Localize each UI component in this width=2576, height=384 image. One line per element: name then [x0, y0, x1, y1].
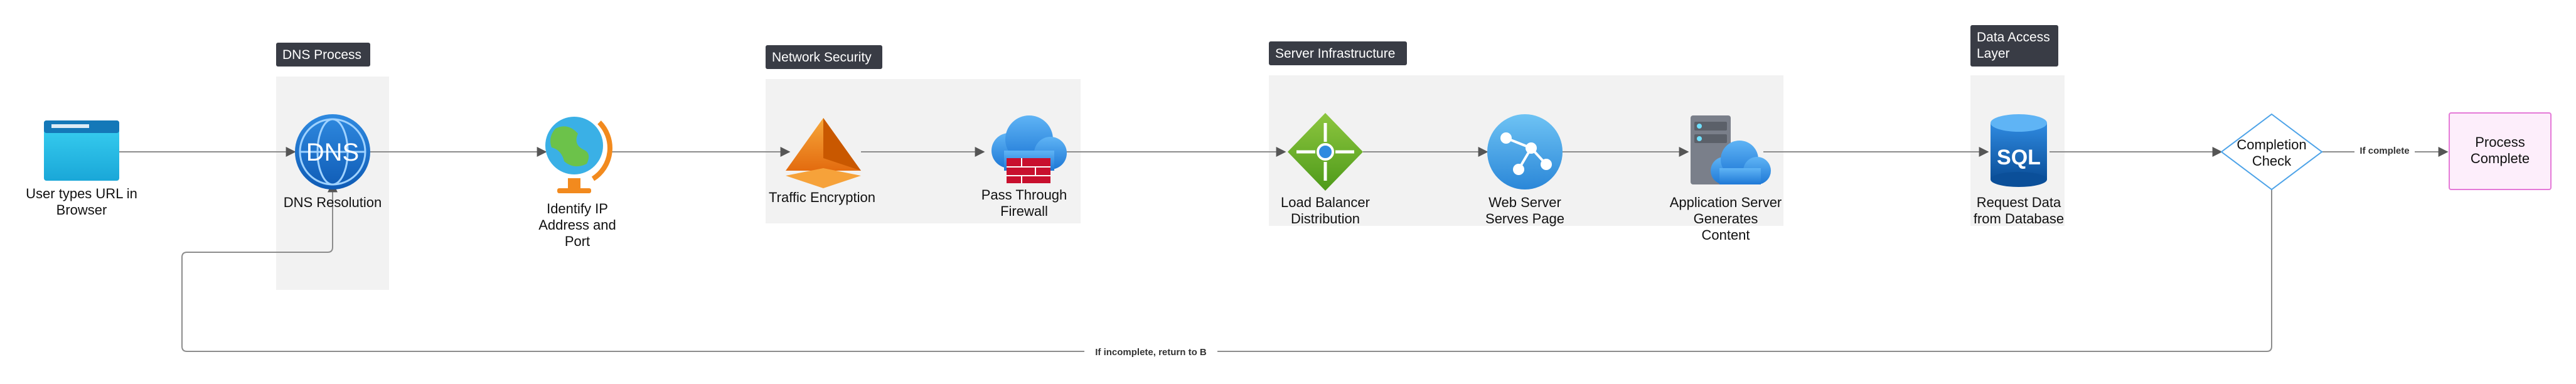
node-pass-through-firewall: Pass Through Firewall	[981, 115, 1067, 219]
edge-loop-back	[181, 182, 2272, 352]
node-application-server: Application Server Generates Content	[1670, 115, 1782, 243]
node-dns-resolution: DNS DNS Resolution	[284, 114, 382, 210]
svg-text:Request Data: Request Data	[1977, 195, 2061, 210]
firewall-cloud-icon	[991, 115, 1067, 183]
svg-text:Content: Content	[1701, 227, 1750, 243]
svg-text:DNS Resolution: DNS Resolution	[284, 195, 382, 210]
svg-text:Server Infrastructure: Server Infrastructure	[1275, 46, 1395, 61]
svg-text:Pass Through: Pass Through	[981, 187, 1067, 203]
svg-text:from Database: from Database	[1974, 211, 2064, 227]
dns-globe-icon: DNS	[295, 114, 370, 189]
node-traffic-encryption: Traffic Encryption	[769, 118, 875, 205]
svg-text:Network Security: Network Security	[772, 50, 872, 65]
node-load-balancer: Load Balancer Distribution	[1281, 113, 1370, 227]
svg-text:SQL: SQL	[1997, 146, 2041, 169]
svg-text:Firewall: Firewall	[1000, 203, 1048, 219]
svg-text:User types URL in: User types URL in	[26, 186, 137, 201]
svg-text:Completion: Completion	[2237, 137, 2306, 152]
node-completion-check: Completion Check	[2220, 113, 2323, 191]
svg-text:Process: Process	[2475, 134, 2525, 150]
group-tag-security: Network Security	[766, 45, 882, 69]
node-web-server: Web Server Serves Page	[1485, 114, 1564, 227]
browser-window-icon	[44, 120, 119, 181]
svg-text:Check: Check	[2252, 153, 2292, 169]
svg-text:Generates: Generates	[1694, 211, 1758, 227]
node-url-browser: User types URL in Browser	[26, 120, 137, 218]
web-server-icon	[1487, 114, 1563, 189]
svg-text:Address and: Address and	[538, 217, 616, 233]
svg-text:Complete: Complete	[2471, 151, 2530, 166]
group-tag-dns: DNS Process	[276, 43, 370, 67]
group-tag-data: Data Access Layer	[1970, 25, 2058, 67]
globe-stand-icon	[545, 117, 612, 193]
app-server-cloud-icon	[1691, 115, 1771, 184]
svg-text:Application Server: Application Server	[1670, 195, 1782, 210]
group-tag-server: Server Infrastructure	[1269, 41, 1407, 65]
svg-text:Identify IP: Identify IP	[547, 201, 608, 216]
svg-text:Web Server: Web Server	[1488, 195, 1561, 210]
node-request-data: SQL Request Data from Database	[1974, 114, 2064, 227]
svg-text:Load Balancer: Load Balancer	[1281, 195, 1370, 210]
svg-text:Layer: Layer	[1977, 46, 2010, 61]
edge-label-if-incomplete: If incomplete, return to B	[1084, 344, 1217, 358]
node-identify-ip: Identify IP Address and Port	[538, 117, 616, 249]
edge-label-if-complete: If complete	[2354, 144, 2415, 156]
svg-text:Port: Port	[565, 233, 590, 249]
encryption-pyramid-icon	[786, 118, 861, 188]
svg-text:DNS Process: DNS Process	[282, 48, 361, 62]
node-process-complete: Process Complete	[2449, 112, 2552, 190]
svg-text:Data Access: Data Access	[1977, 30, 2050, 45]
svg-text:If complete: If complete	[2360, 146, 2409, 156]
svg-text:Distribution: Distribution	[1291, 211, 1360, 227]
svg-text:Browser: Browser	[56, 202, 107, 218]
svg-text:Traffic Encryption: Traffic Encryption	[769, 189, 875, 205]
load-balancer-icon	[1288, 113, 1363, 191]
svg-text:Serves Page: Serves Page	[1485, 211, 1564, 227]
svg-text:If incomplete, return to B: If incomplete, return to B	[1095, 347, 1207, 358]
sql-database-icon: SQL	[1991, 114, 2047, 187]
svg-text:DNS: DNS	[306, 139, 359, 166]
